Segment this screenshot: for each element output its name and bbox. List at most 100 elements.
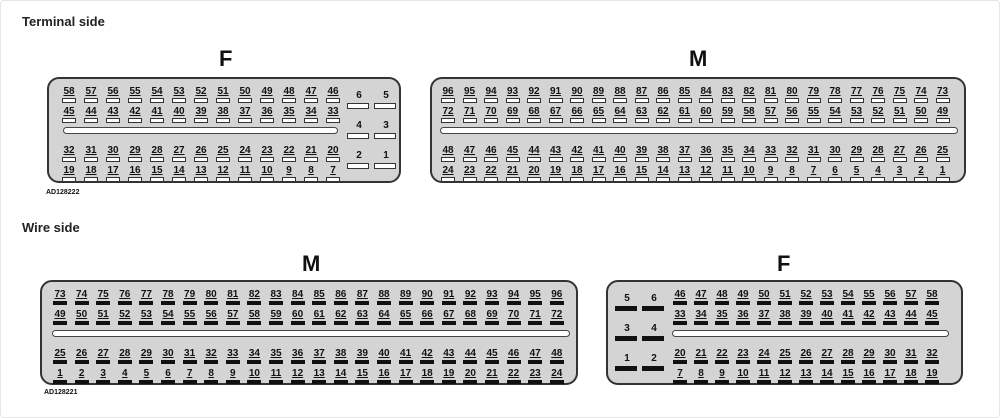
pin-number: 3: [624, 323, 630, 334]
pin-number: 94: [485, 86, 497, 97]
pin-slot: [355, 380, 370, 384]
pin-slot: [720, 177, 735, 182]
pin-slot: [161, 360, 175, 364]
connector-pin: 20: [669, 348, 691, 370]
connector-pin: 21: [300, 145, 322, 167]
connector-pin: 23: [732, 348, 754, 370]
connector-pin: 14: [652, 165, 674, 187]
pin-number: 60: [700, 106, 712, 117]
pin-number: 2: [356, 150, 362, 161]
pin-slot: [204, 321, 219, 325]
pin-slot: [260, 98, 274, 103]
connector-pin: 53: [846, 106, 868, 128]
connector-pin: 54: [146, 86, 168, 108]
connector-pin: 21: [481, 368, 503, 390]
connector-rail: [52, 330, 570, 337]
wire-figure-code: AD128221: [44, 389, 78, 396]
pin-number: 41: [400, 348, 412, 359]
pin-number: 29: [129, 145, 141, 156]
connector-pin: 75: [92, 289, 114, 311]
pin-slot: [634, 118, 649, 123]
connector-pin: 92: [459, 289, 481, 311]
pin-number: 44: [905, 309, 917, 320]
pin-slot: [53, 321, 67, 325]
connector-pin: 59: [717, 106, 739, 128]
pin-slot: [914, 98, 928, 103]
pin-slot: [484, 118, 498, 123]
pin-slot: [247, 360, 262, 364]
pin-slot: [505, 157, 520, 162]
connector-pin: 90: [416, 289, 438, 311]
pin-number: 37: [239, 106, 251, 117]
connector-pin: 74: [71, 289, 93, 311]
connector-pin: 37: [674, 145, 696, 167]
pin-slot: [304, 177, 318, 182]
pin-number: 38: [779, 309, 791, 320]
pin-number: 73: [936, 86, 949, 97]
pin-slot: [883, 360, 897, 364]
pin-number: 10: [743, 165, 755, 176]
pin-slot: [326, 118, 340, 123]
pin-number: 11: [722, 165, 733, 176]
pin-slot: [333, 380, 348, 384]
pin-number: 62: [657, 106, 669, 117]
pin-slot: [841, 360, 855, 364]
terminal-figure-code: AD128222: [46, 189, 80, 196]
connector-pin: 56: [879, 289, 901, 311]
pin-number: 17: [400, 368, 412, 379]
connector-pin: 24: [546, 368, 568, 390]
pin-slot: [528, 360, 543, 364]
pin-number: 92: [464, 289, 476, 300]
connector-pin: 28: [146, 145, 168, 167]
pin-slot: [757, 380, 771, 384]
connector-pin: 58: [58, 86, 80, 108]
power-pin: 2: [641, 353, 667, 375]
connector-pin: 47: [524, 348, 546, 370]
pin-number: 32: [205, 348, 217, 359]
connector-pin: 25: [774, 348, 796, 370]
connector-pin: 21: [502, 165, 524, 187]
pin-number: 58: [63, 86, 75, 97]
pin-number: 34: [305, 106, 317, 117]
pin-number: 78: [829, 86, 841, 97]
pin-number: 14: [173, 165, 185, 176]
pin-slot: [106, 118, 120, 123]
connector-pin: 54: [837, 289, 859, 311]
connector-pin: 3: [889, 165, 911, 187]
connector-pin: 92: [523, 86, 545, 108]
pin-slot: [282, 177, 296, 182]
pin-number: 54: [151, 86, 163, 97]
connector-pin: 52: [867, 106, 889, 128]
connector-pin: 31: [900, 348, 922, 370]
pin-number: 1: [624, 353, 630, 364]
connector-pin: 57: [760, 106, 782, 128]
connector-pin: 88: [609, 86, 631, 108]
connector-pin: 60: [287, 309, 309, 331]
connector-pin: 20: [523, 165, 545, 187]
pin-number: 21: [305, 145, 317, 156]
connector-pin: 30: [102, 145, 124, 167]
pin-number: 34: [248, 348, 260, 359]
pin-number: 47: [305, 86, 317, 97]
pin-slot: [326, 157, 340, 162]
pin-slot: [694, 380, 708, 384]
connector-pin: 32: [781, 145, 803, 167]
pin-slot: [398, 321, 413, 325]
pin-slot: [194, 177, 208, 182]
pin-number: 85: [678, 86, 691, 97]
pin-slot: [172, 177, 186, 182]
connector-pin: 47: [459, 145, 481, 167]
pin-slot: [785, 157, 799, 162]
connector-pin: 17: [102, 165, 124, 187]
pin-slot: [862, 301, 876, 305]
pin-slot: [506, 380, 521, 384]
connector-pin: 3: [92, 368, 114, 390]
connector-pin: 43: [545, 145, 567, 167]
pin-slot: [527, 98, 541, 103]
connector-pin: 14: [168, 165, 190, 187]
connector-pin: 44: [900, 309, 922, 331]
pin-number: 65: [400, 309, 412, 320]
pin-slot: [204, 380, 219, 384]
pin-number: 50: [239, 86, 251, 97]
pin-slot: [326, 177, 340, 182]
